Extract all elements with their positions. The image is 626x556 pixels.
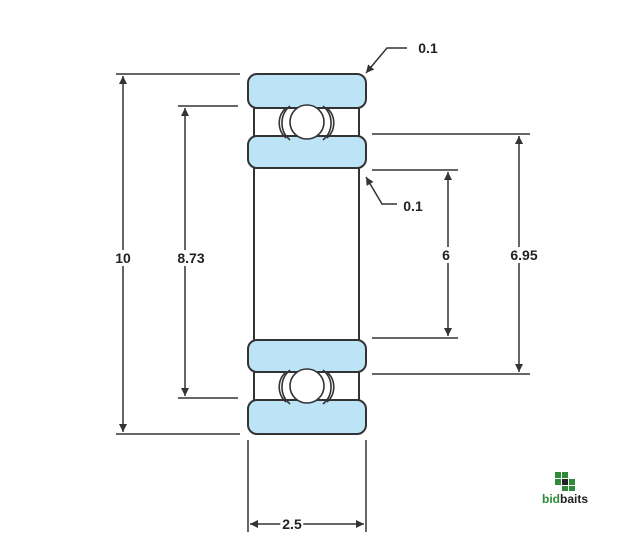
outer-ring-inner-diameter-label: 6.95 (508, 247, 540, 263)
outer-ring-bottom (247, 399, 367, 435)
inner-ring-bottom (247, 339, 367, 373)
chamfer-inner-label: 0.1 (401, 198, 425, 214)
chamfer-leaders (365, 47, 407, 205)
logo-suffix: baits (559, 492, 588, 506)
inner-ring-top (247, 135, 367, 169)
bidbaits-logo: bidbaits (540, 470, 590, 510)
outer-diameter-label: 10 (113, 250, 133, 266)
ball-top (278, 104, 335, 141)
width-label: 2.5 (280, 516, 304, 532)
inner-ring-diameter-label: 8.73 (175, 250, 207, 266)
logo-prefix: bid (541, 492, 560, 506)
chamfer-outer-label: 0.1 (416, 40, 440, 56)
bore-label: 6 (440, 247, 452, 263)
logo-mark-icon (555, 472, 575, 491)
logo-wordmark: bidbaits (540, 492, 590, 506)
ball-bottom (278, 368, 335, 405)
extension-lines (116, 73, 530, 532)
outer-ring-top (247, 73, 367, 109)
